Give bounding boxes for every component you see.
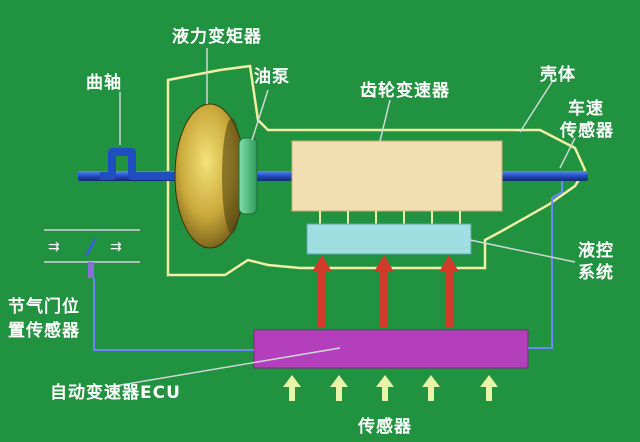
- oil-pump-label: 油泵: [254, 66, 290, 87]
- hydraulic-control-box: [306, 223, 472, 255]
- hydraulic-system-label-line2: 系统: [578, 262, 614, 283]
- svg-text:⇉: ⇉: [110, 239, 122, 255]
- gear-transmission-box: [291, 140, 503, 212]
- crankshaft-bend: [100, 148, 180, 180]
- ecu-box: [253, 329, 529, 369]
- crankshaft-label: 曲轴: [86, 72, 122, 93]
- sensor-input-arrows: [283, 375, 498, 401]
- gearbox-connectors: [319, 211, 461, 224]
- oil-pump: [238, 137, 258, 215]
- ecu-label: 自动变速器ECU: [50, 382, 181, 403]
- gear-transmission-label: 齿轮变速器: [360, 80, 450, 101]
- throttle-sensor-label-line1: 节气门位: [8, 296, 80, 317]
- torque-converter-label: 液力变矩器: [172, 26, 262, 47]
- speed-sensor-label-line1: 车速: [568, 98, 604, 119]
- leader-lines: [114, 48, 576, 387]
- speed-sensor-label-line2: 传感器: [559, 120, 614, 141]
- torque-converter-rim: [222, 118, 242, 234]
- throttle-duct: ⇉ ⇉: [44, 229, 140, 278]
- svg-text:⇉: ⇉: [48, 239, 60, 255]
- speed-sensor-signal-line: [528, 181, 563, 349]
- throttle-sensor-label-line2: 置传感器: [8, 320, 80, 341]
- throttle-signal-line: [93, 278, 254, 351]
- hydraulic-system-label-line1: 液控: [578, 240, 614, 261]
- sensors-label: 传感器: [357, 416, 412, 437]
- housing-label: 壳体: [539, 64, 576, 85]
- ecu-to-hydraulic-arrows: [312, 255, 459, 328]
